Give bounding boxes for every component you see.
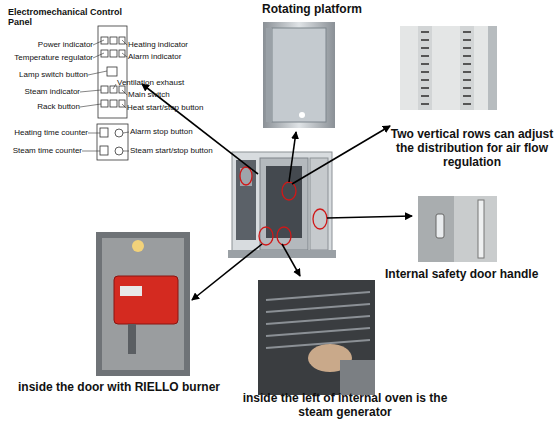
highlight-ring (259, 227, 273, 245)
airflow-photo (400, 26, 497, 110)
photo-frame (258, 280, 375, 395)
highlight-ring (313, 209, 327, 229)
leader-line (122, 104, 126, 108)
photo-frame (400, 26, 497, 110)
button-symbol (110, 100, 117, 107)
button-symbol (110, 86, 117, 93)
highlight-ring (277, 227, 291, 245)
pointer-arrow (292, 126, 390, 184)
leader-line (80, 104, 101, 107)
leader-line (123, 151, 129, 152)
button-symbol (101, 100, 108, 107)
burner-pipe (128, 324, 136, 354)
label-text: Power indicator (0, 40, 93, 49)
indicator-symbol (119, 50, 125, 57)
handle-bar (478, 200, 484, 258)
handle-photo (418, 196, 497, 262)
label-text: inside the door with RIELLO burner (18, 381, 253, 395)
indicator-symbol (101, 37, 108, 44)
button-symbol (115, 147, 123, 155)
burner-photo (96, 232, 190, 376)
label-text: Ventilation exhaust (117, 78, 227, 87)
label-text: Alarm indicator (128, 52, 228, 61)
oven-door (260, 158, 308, 250)
lamp (132, 240, 144, 252)
door-panel (418, 196, 454, 262)
oven-base (228, 250, 336, 258)
platform-photo (263, 22, 335, 128)
photo-frame (418, 196, 497, 262)
label-text: Heating time counter (0, 128, 88, 137)
photo-frame (263, 22, 335, 128)
counter-symbol (100, 146, 108, 155)
oven-interior (272, 28, 326, 122)
leader-line (93, 53, 104, 58)
leader-line (80, 90, 101, 92)
label-text: Alarm stop button (130, 127, 230, 136)
regulator-symbol (107, 67, 117, 76)
label-text: inside the left of internal oven is the … (238, 392, 452, 420)
label-text: Steam time counter (0, 146, 82, 155)
oven-controls (240, 168, 252, 186)
pointer-arrow (327, 216, 412, 218)
label-text: Internal safety door handle (385, 268, 555, 282)
door-edge (266, 28, 272, 122)
pointer-arrow (192, 244, 262, 300)
leader-line (93, 40, 104, 45)
leader-line (82, 151, 100, 152)
sleeve (340, 360, 375, 395)
oven-body (232, 152, 332, 256)
button-symbol (119, 100, 125, 107)
leader-line (122, 53, 127, 57)
steam-photo (258, 280, 375, 395)
label-text: Temperature regulator (0, 53, 93, 62)
leader-line (123, 132, 129, 133)
label-text: Heat start/stop button (127, 103, 237, 112)
indicator-symbol (110, 37, 117, 44)
indicator-symbol (119, 37, 125, 44)
label-text: Rack button (0, 102, 80, 111)
label-text: Main switch (128, 90, 228, 99)
highlight-ring (282, 182, 296, 200)
counter-outline (97, 124, 128, 160)
photo-frame (96, 232, 190, 376)
pointer-arrow (289, 132, 296, 182)
pointer-arrows (142, 84, 412, 300)
burner-plate (120, 286, 142, 296)
label-text: Rotating platform (262, 3, 402, 17)
label-text: Steam indicator (0, 87, 80, 96)
label-text: Steam start/stop button (130, 146, 240, 155)
leader-line (122, 40, 127, 45)
label-text: Lamp switch button (0, 70, 88, 79)
platform-hub (299, 112, 305, 118)
side-wall (488, 26, 497, 110)
counter-symbol (100, 128, 108, 137)
leader-line (88, 133, 100, 134)
indicator-symbol (110, 50, 117, 57)
indicator-symbol (101, 50, 108, 57)
vent-row (460, 26, 474, 110)
leader-line (113, 84, 116, 89)
vent-slots (421, 32, 471, 104)
label-text: Two vertical rows can adjust the distrib… (388, 128, 556, 169)
pointer-arrow (282, 244, 300, 276)
vent-row (418, 26, 432, 110)
control-panel-drawing (97, 26, 128, 160)
button-symbol (101, 86, 108, 93)
handle-slot (436, 214, 444, 238)
burner-box (114, 276, 178, 324)
highlight-ring (240, 167, 252, 185)
steam-fins (266, 292, 370, 348)
door-inside (102, 238, 184, 370)
leader-line (122, 90, 127, 95)
oven-panel (236, 160, 256, 240)
button-symbol (115, 129, 123, 137)
leader-line (88, 71, 107, 75)
label-text: Heating indicator (128, 40, 228, 49)
label-text: Electromechanical Control Panel (8, 7, 138, 28)
